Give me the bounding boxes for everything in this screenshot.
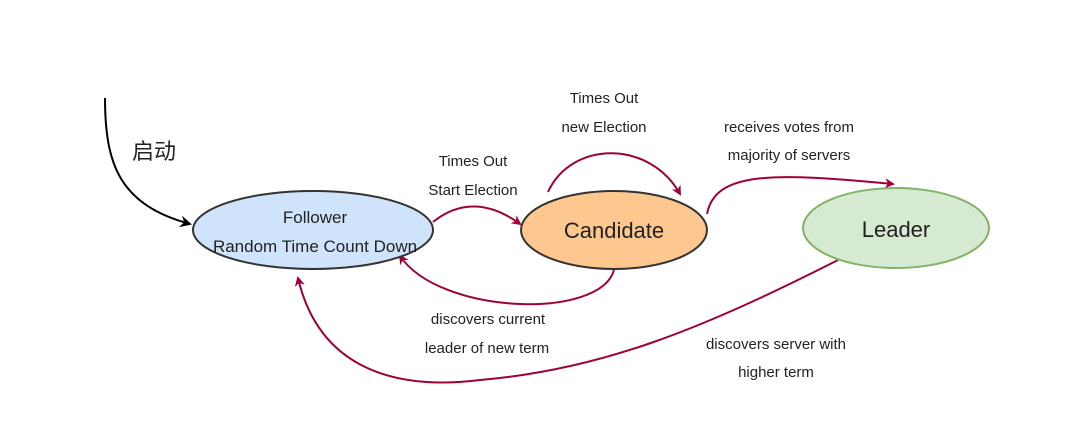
candidate-self-loop-edge: [547, 152, 681, 196]
follower-subtitle: Random Time Count Down: [213, 237, 417, 256]
candidate-ellipse: [520, 190, 708, 270]
follower-to-candidate-edge: [432, 205, 522, 226]
candidate-self-label-line1: Times Out: [570, 90, 639, 107]
follower-title: Follower: [283, 208, 348, 227]
candidate-node: Candidate: [520, 190, 708, 270]
start-label: 启动: [132, 139, 176, 164]
candidate-self-label-line2: new Election: [561, 119, 646, 136]
follower-node: Follower Random Time Count Down: [192, 190, 434, 270]
start-arrow: [104, 97, 192, 228]
leader-to-follower-edge: [294, 259, 839, 384]
leader-to-follower-label-line2: higher term: [738, 364, 814, 381]
candidate-to-follower-edge: [398, 254, 615, 306]
follower-to-candidate-label-line2: Start Election: [428, 182, 517, 199]
candidate-to-leader-edge: [706, 176, 895, 215]
follower-ellipse: [192, 190, 434, 270]
leader-to-follower-label-line1: discovers server with: [706, 336, 846, 353]
leader-title: Leader: [862, 217, 931, 242]
candidate-to-follower-label-line2: leader of new term: [425, 340, 549, 357]
candidate-to-leader-label-line2: majority of servers: [728, 147, 851, 164]
leader-ellipse: [802, 187, 990, 269]
leader-node: Leader: [802, 187, 990, 269]
follower-to-candidate-label-line1: Times Out: [439, 153, 508, 170]
candidate-to-follower-label-line1: discovers current: [431, 311, 546, 328]
candidate-to-leader-label-line1: receives votes from: [724, 119, 854, 136]
candidate-title: Candidate: [564, 218, 664, 243]
